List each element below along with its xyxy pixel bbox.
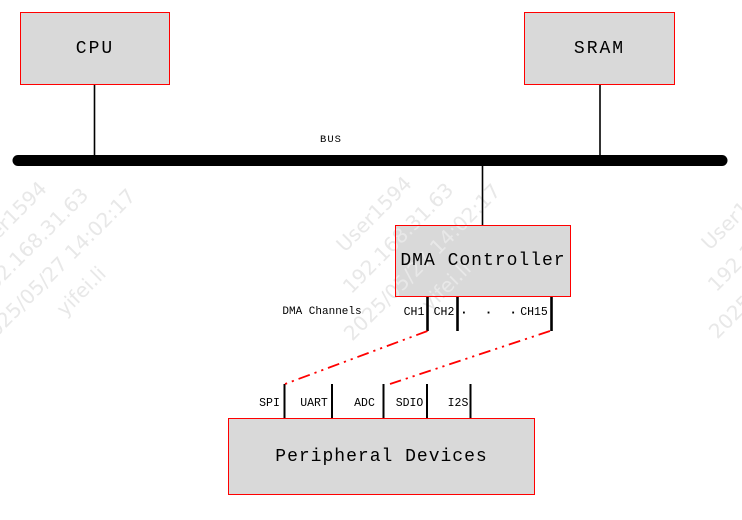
dma-controller-node: [395, 225, 571, 297]
peripheral-sdio-label: SDIO: [395, 397, 424, 410]
peripheral-adc-label: ADC: [354, 397, 375, 410]
peripheral-devices-node: [228, 418, 535, 495]
dma-channels-caption: DMA Channels: [282, 306, 362, 318]
peripheral-uart-label: UART: [300, 397, 328, 410]
cpu-node: [20, 12, 170, 85]
channel-ch15-label: CH15: [520, 306, 548, 319]
sram-node: [524, 12, 675, 85]
channel-ch2-label: CH2: [433, 306, 455, 319]
dma-link-dash-1: [284, 330, 428, 385]
peripheral-i2s-label: I2S: [447, 397, 469, 410]
channel-ch1-label: CH1: [403, 306, 425, 319]
peripheral-spi-label: SPI: [259, 397, 280, 410]
dma-link-dash-2: [389, 330, 551, 385]
bus-label: BUS: [320, 134, 342, 146]
channel-ellipsis: · · ·: [460, 305, 518, 320]
